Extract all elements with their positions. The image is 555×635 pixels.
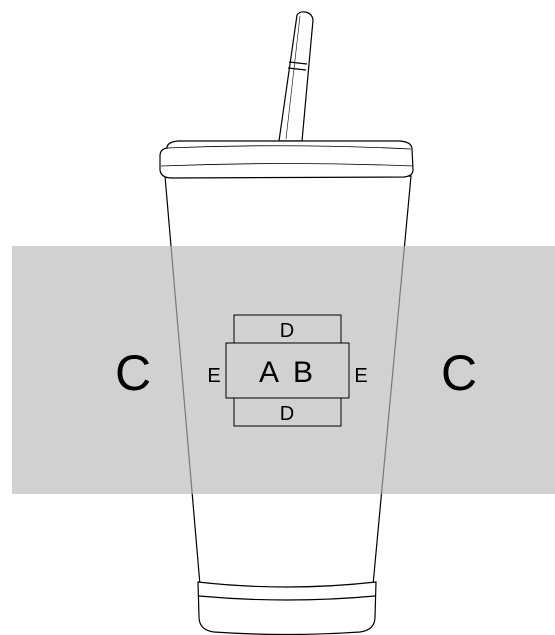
print-band	[12, 246, 555, 494]
label-a: A	[259, 356, 279, 389]
label-left-e: E	[207, 365, 220, 387]
cup-base	[197, 581, 377, 635]
center-boxes	[225, 314, 350, 427]
straw	[278, 11, 314, 142]
bottom-box	[233, 397, 342, 427]
cup-lid	[159, 140, 414, 179]
label-right-e: E	[354, 365, 367, 387]
label-left-c: C	[115, 345, 151, 401]
label-right-c: C	[441, 345, 477, 401]
label-top-d: D	[280, 320, 294, 342]
label-bottom-d: D	[280, 403, 294, 425]
label-b: B	[293, 356, 313, 389]
